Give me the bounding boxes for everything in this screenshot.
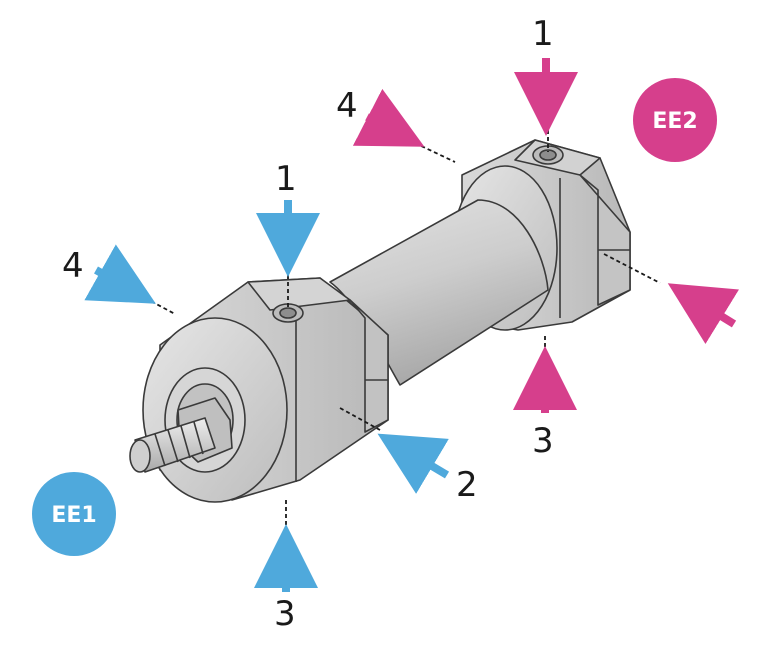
badge-ee2: EE2 <box>633 78 717 162</box>
label-ee2-top: 1 <box>532 14 554 54</box>
ee1-side-arrow <box>84 244 156 304</box>
ee2-right-arrow <box>667 283 740 345</box>
label-ee1-top: 1 <box>275 159 297 199</box>
front-end-cap <box>142 277 389 503</box>
ee1-front-arrow <box>377 433 450 494</box>
label-ee1-side: 4 <box>62 246 84 286</box>
cylinder <box>129 139 631 503</box>
ee2-arrows <box>352 58 740 413</box>
badge-ee2-label: EE2 <box>652 109 697 134</box>
badge-ee1-label: EE1 <box>51 503 96 528</box>
label-ee1-front: 2 <box>456 465 478 505</box>
label-ee2-bottom: 3 <box>532 421 554 461</box>
label-ee1-bottom: 3 <box>274 594 296 634</box>
ee2-side-arrow <box>352 88 425 147</box>
ee1-arrows <box>84 200 450 592</box>
piston-rod <box>129 397 233 473</box>
label-ee2-side: 4 <box>336 86 358 126</box>
badge-ee1: EE1 <box>32 472 116 556</box>
